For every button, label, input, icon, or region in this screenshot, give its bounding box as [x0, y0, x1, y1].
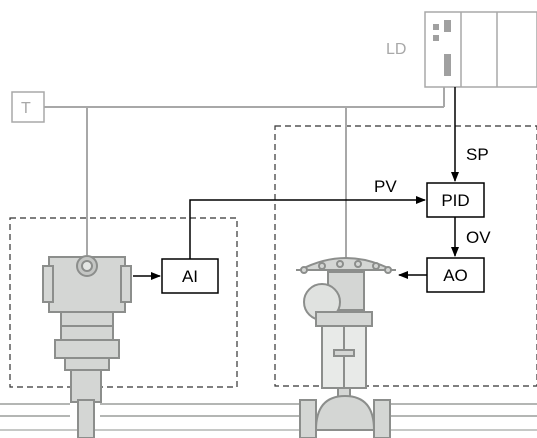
terminator-label: T [21, 100, 31, 117]
valve-dashed-region [274, 125, 537, 387]
pressure-transmitter-icon [42, 255, 132, 438]
ai-block: AI [161, 258, 219, 294]
pv-link [189, 196, 426, 259]
fieldbus-segment [44, 87, 445, 258]
linking-device-icon [424, 11, 537, 88]
pid-block: PID [426, 182, 485, 218]
svg-text:AO: AO [443, 266, 468, 285]
pv-label: PV [374, 177, 397, 196]
transmitter-dashed-region [9, 217, 238, 388]
svg-text:AI: AI [182, 267, 198, 286]
terminator-icon [11, 91, 45, 123]
sp-label: SP [466, 145, 489, 164]
ao-block: AO [426, 257, 485, 293]
svg-text:PID: PID [441, 191, 469, 210]
control-valve-icon [296, 257, 396, 438]
signal-links [133, 87, 459, 280]
process-pipe [0, 403, 537, 431]
ld-label: LD [386, 41, 406, 58]
ov-label: OV [466, 228, 491, 247]
